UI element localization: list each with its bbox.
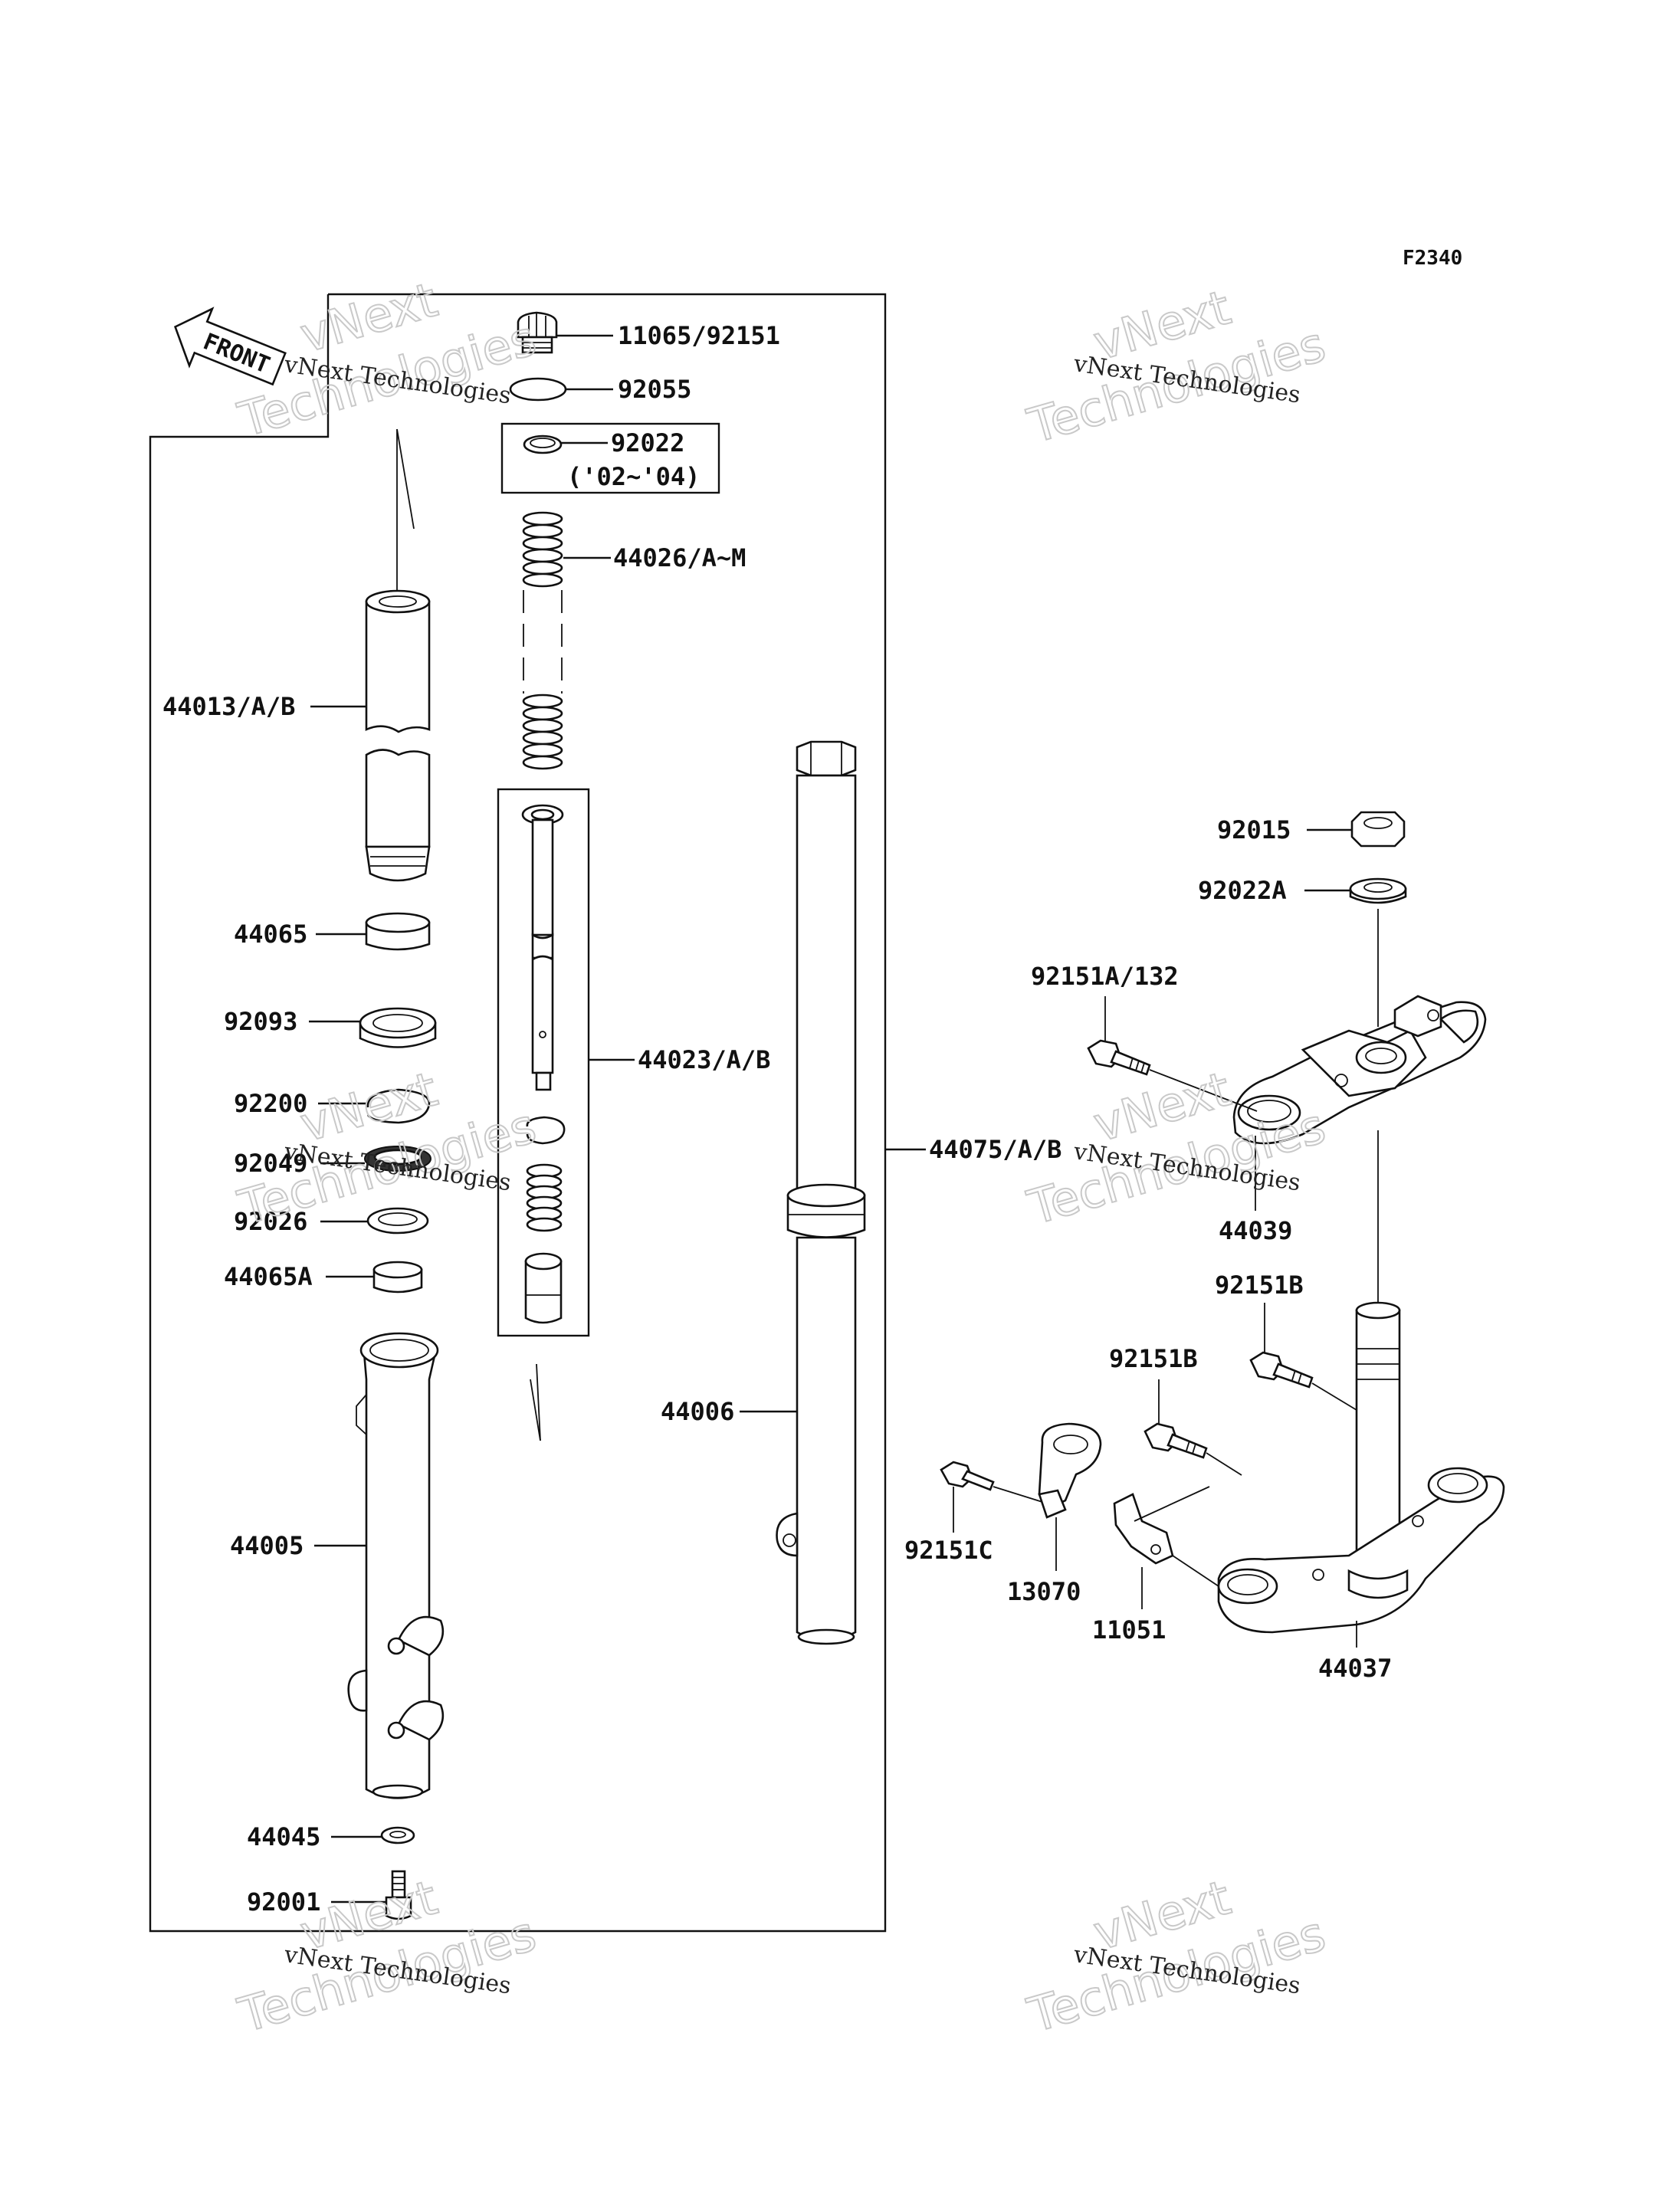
label-13070: 13070 — [1007, 1577, 1081, 1606]
upper-bracket-44039 — [1232, 995, 1487, 1145]
figure-code: F2340 — [1403, 247, 1462, 270]
label-92151B-2: 92151B — [1109, 1344, 1198, 1373]
fork-assembly-44075 — [776, 740, 866, 1645]
label-92001: 92001 — [247, 1887, 320, 1917]
label-44039: 44039 — [1219, 1216, 1292, 1245]
washer-92022A — [1349, 877, 1407, 904]
stem-nut-92015 — [1350, 811, 1406, 848]
label-44065A: 44065A — [224, 1262, 313, 1291]
bushing-44065 — [365, 912, 431, 951]
o-ring-92055 — [509, 377, 567, 402]
bolt-92151C — [940, 1461, 995, 1491]
label-92151C: 92151C — [904, 1536, 993, 1565]
variant-box-92022 — [500, 422, 720, 494]
label-44005: 44005 — [230, 1531, 304, 1560]
bolt-92151B-right — [1249, 1351, 1314, 1389]
label-92022-years: ('02~'04) — [567, 462, 700, 491]
label-92151B-1: 92151B — [1215, 1271, 1304, 1300]
label-92022A: 92022A — [1198, 876, 1287, 905]
washer-92093 — [359, 1007, 437, 1048]
bolt-92151A-132 — [1087, 1039, 1151, 1076]
label-44037: 44037 — [1318, 1654, 1392, 1683]
watermark-bottom-right: vNext Technologies vNext Technologies — [1021, 1868, 1332, 2044]
label-92022: 92022 — [611, 428, 684, 457]
label-44065: 44065 — [234, 920, 307, 949]
gasket-44045 — [380, 1826, 415, 1844]
label-44013: 44013/A/B — [162, 692, 295, 721]
fork-spring-44026 — [522, 511, 563, 770]
fork-assembly-outline — [149, 293, 887, 1933]
steering-stem-44037 — [1217, 1301, 1505, 1634]
label-92026: 92026 — [234, 1207, 307, 1236]
top-cap-bolt — [517, 311, 558, 354]
watermark-top-right: vNext Technologies vNext Technologies — [1021, 278, 1332, 454]
outer-tube-44005 — [347, 1332, 445, 1799]
label-44006: 44006 — [661, 1397, 734, 1426]
bushing-44065A — [372, 1261, 423, 1294]
label-44045: 44045 — [247, 1822, 320, 1851]
inner-tube-44013 — [365, 589, 431, 882]
label-92049: 92049 — [234, 1149, 307, 1178]
label-44026: 44026/A~M — [613, 543, 746, 572]
label-11065-92151: 11065/92151 — [618, 321, 780, 350]
washer-92026 — [366, 1207, 429, 1235]
label-92151A-132: 92151A/132 — [1031, 962, 1179, 991]
damper-rod-44023 — [521, 804, 566, 1324]
label-92093: 92093 — [224, 1007, 297, 1036]
label-44023: 44023/A/B — [638, 1045, 770, 1074]
damper-rod-box — [497, 788, 590, 1337]
bracket-11051 — [1113, 1493, 1174, 1565]
label-92055: 92055 — [618, 375, 691, 404]
label-11051: 11051 — [1092, 1615, 1166, 1644]
label-92015: 92015 — [1217, 815, 1291, 844]
label-44075: 44075/A/B — [929, 1135, 1061, 1164]
label-92200: 92200 — [234, 1089, 307, 1118]
oil-seal-92049 — [364, 1146, 431, 1172]
clamp-13070 — [1038, 1422, 1102, 1519]
bolt-92151B-middle — [1144, 1422, 1208, 1459]
circlip-92200 — [366, 1088, 431, 1124]
bolt-92001 — [385, 1870, 412, 1920]
